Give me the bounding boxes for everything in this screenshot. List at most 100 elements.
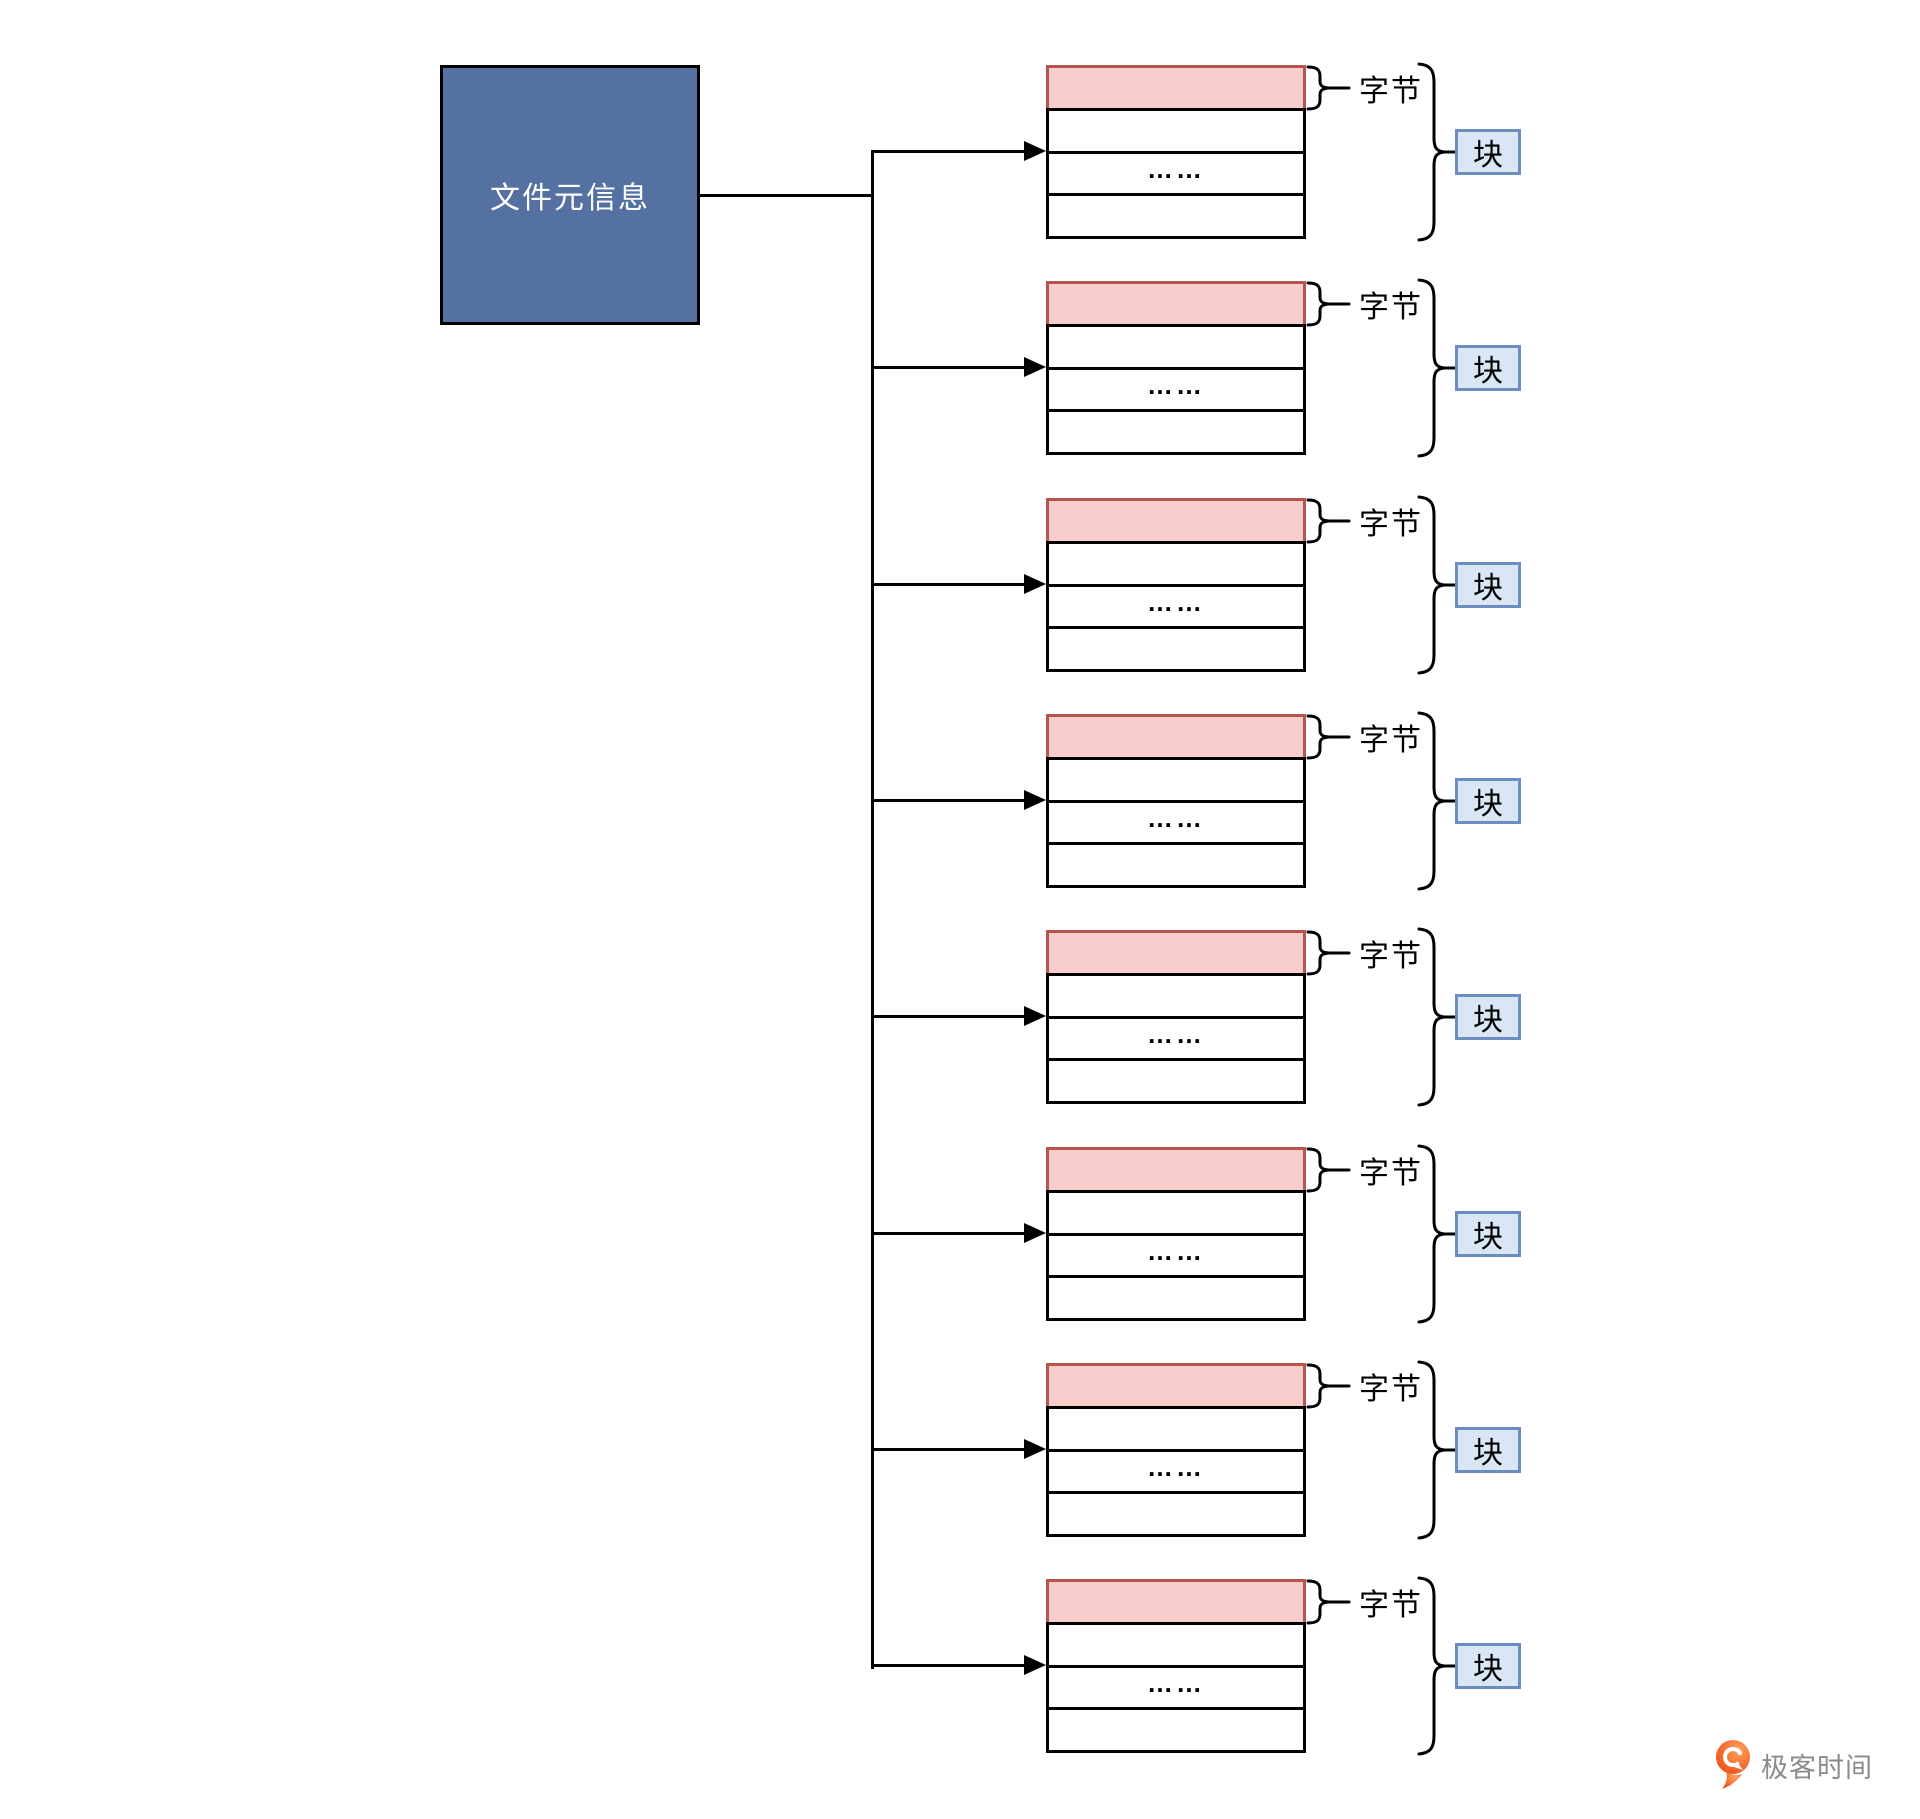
- byte-label: 字节: [1359, 1156, 1423, 1190]
- byte-row: ……: [1046, 366, 1306, 413]
- byte-row: [1046, 1405, 1306, 1452]
- block-badge: 块: [1455, 562, 1521, 608]
- block-group: …… 字节 块: [873, 927, 1533, 1110]
- block-badge-label: 块: [1473, 788, 1503, 821]
- block-badge: 块: [1455, 345, 1521, 391]
- byte-row: [1046, 972, 1306, 1019]
- byte-brace-icon: [1306, 1147, 1351, 1193]
- block-group: …… 字节 块: [873, 1360, 1533, 1543]
- byte-label: 字节: [1359, 507, 1423, 541]
- ellipsis-text: ……: [1147, 586, 1205, 617]
- byte-row-highlighted: [1046, 281, 1306, 327]
- byte-brace-icon: [1306, 281, 1351, 327]
- block-badge-label: 块: [1473, 355, 1503, 388]
- byte-row: [1046, 842, 1306, 888]
- block-badge: 块: [1455, 1643, 1521, 1689]
- block-badge-label: 块: [1473, 1437, 1503, 1470]
- byte-brace-icon: [1306, 1579, 1351, 1625]
- byte-row: [1046, 626, 1306, 672]
- block-brace-icon: [1417, 1360, 1457, 1540]
- ellipsis-text: ……: [1147, 369, 1205, 400]
- arrowhead-icon: [1024, 1006, 1046, 1026]
- branch-line: [873, 1015, 1030, 1018]
- byte-brace-icon: [1306, 498, 1351, 544]
- block-badge-label: 块: [1473, 1653, 1503, 1686]
- byte-table: ……: [1046, 65, 1306, 239]
- byte-row-highlighted: [1046, 1147, 1306, 1193]
- ellipsis-text: ……: [1147, 1451, 1205, 1482]
- byte-table: ……: [1046, 930, 1306, 1104]
- file-metadata-label: 文件元信息: [490, 182, 650, 215]
- byte-row: [1046, 193, 1306, 239]
- block-group: …… 字节 块: [873, 278, 1533, 461]
- block-brace-icon: [1417, 711, 1457, 891]
- arrowhead-icon: [1024, 141, 1046, 161]
- block-brace-icon: [1417, 1144, 1457, 1324]
- block-badge-label: 块: [1473, 1004, 1503, 1037]
- ellipsis-text: ……: [1147, 153, 1205, 184]
- byte-row: [1046, 756, 1306, 803]
- block-badge-label: 块: [1473, 1221, 1503, 1254]
- block-badge: 块: [1455, 994, 1521, 1040]
- byte-brace-icon: [1306, 1363, 1351, 1409]
- arrowhead-icon: [1024, 357, 1046, 377]
- block-brace-icon: [1417, 278, 1457, 458]
- arrowhead-icon: [1024, 790, 1046, 810]
- block-badge: 块: [1455, 778, 1521, 824]
- byte-brace-icon: [1306, 930, 1351, 976]
- byte-label: 字节: [1359, 723, 1423, 757]
- block-group: …… 字节 块: [873, 62, 1533, 245]
- branch-line: [873, 150, 1030, 153]
- block-brace-icon: [1417, 62, 1457, 242]
- geektime-logo-text: 极客时间: [1761, 1752, 1873, 1783]
- byte-row: [1046, 1058, 1306, 1104]
- byte-table: ……: [1046, 498, 1306, 672]
- byte-table: ……: [1046, 1579, 1306, 1753]
- byte-row-highlighted: [1046, 65, 1306, 111]
- byte-label: 字节: [1359, 290, 1423, 324]
- branch-line: [873, 366, 1030, 369]
- block-brace-icon: [1417, 495, 1457, 675]
- byte-row: [1046, 540, 1306, 587]
- block-badge-label: 块: [1473, 139, 1503, 172]
- block-group: …… 字节 块: [873, 1576, 1533, 1759]
- byte-row: ……: [1046, 1015, 1306, 1062]
- byte-row: ……: [1046, 583, 1306, 630]
- geektime-logo-icon: [1716, 1740, 1750, 1789]
- byte-label: 字节: [1359, 1588, 1423, 1622]
- arrowhead-icon: [1024, 1223, 1046, 1243]
- byte-row: [1046, 1707, 1306, 1753]
- byte-table: ……: [1046, 281, 1306, 455]
- byte-brace-icon: [1306, 65, 1351, 111]
- block-group: …… 字节 块: [873, 711, 1533, 894]
- arrowhead-icon: [1024, 574, 1046, 594]
- byte-label: 字节: [1359, 74, 1423, 108]
- byte-row: ……: [1046, 1448, 1306, 1495]
- root-connector-line: [700, 194, 874, 197]
- ellipsis-text: ……: [1147, 1235, 1205, 1266]
- branch-line: [873, 1448, 1030, 1451]
- arrowhead-icon: [1024, 1439, 1046, 1459]
- ellipsis-text: ……: [1147, 802, 1205, 833]
- geektime-logo: 极客时间: [1712, 1738, 1873, 1792]
- ellipsis-text: ……: [1147, 1018, 1205, 1049]
- byte-row-highlighted: [1046, 498, 1306, 544]
- block-group: …… 字节 块: [873, 495, 1533, 678]
- branch-line: [873, 1232, 1030, 1235]
- byte-row: [1046, 323, 1306, 370]
- block-badge: 块: [1455, 1427, 1521, 1473]
- file-metadata-node: 文件元信息: [440, 65, 700, 325]
- byte-row-highlighted: [1046, 1363, 1306, 1409]
- byte-row: [1046, 1275, 1306, 1321]
- byte-row: [1046, 107, 1306, 154]
- byte-row: ……: [1046, 1664, 1306, 1711]
- byte-row-highlighted: [1046, 930, 1306, 976]
- block-group: …… 字节 块: [873, 1144, 1533, 1327]
- byte-row: [1046, 1491, 1306, 1537]
- byte-table: ……: [1046, 714, 1306, 888]
- byte-row: [1046, 1189, 1306, 1236]
- byte-row: ……: [1046, 150, 1306, 197]
- block-badge: 块: [1455, 1211, 1521, 1257]
- branch-line: [873, 583, 1030, 586]
